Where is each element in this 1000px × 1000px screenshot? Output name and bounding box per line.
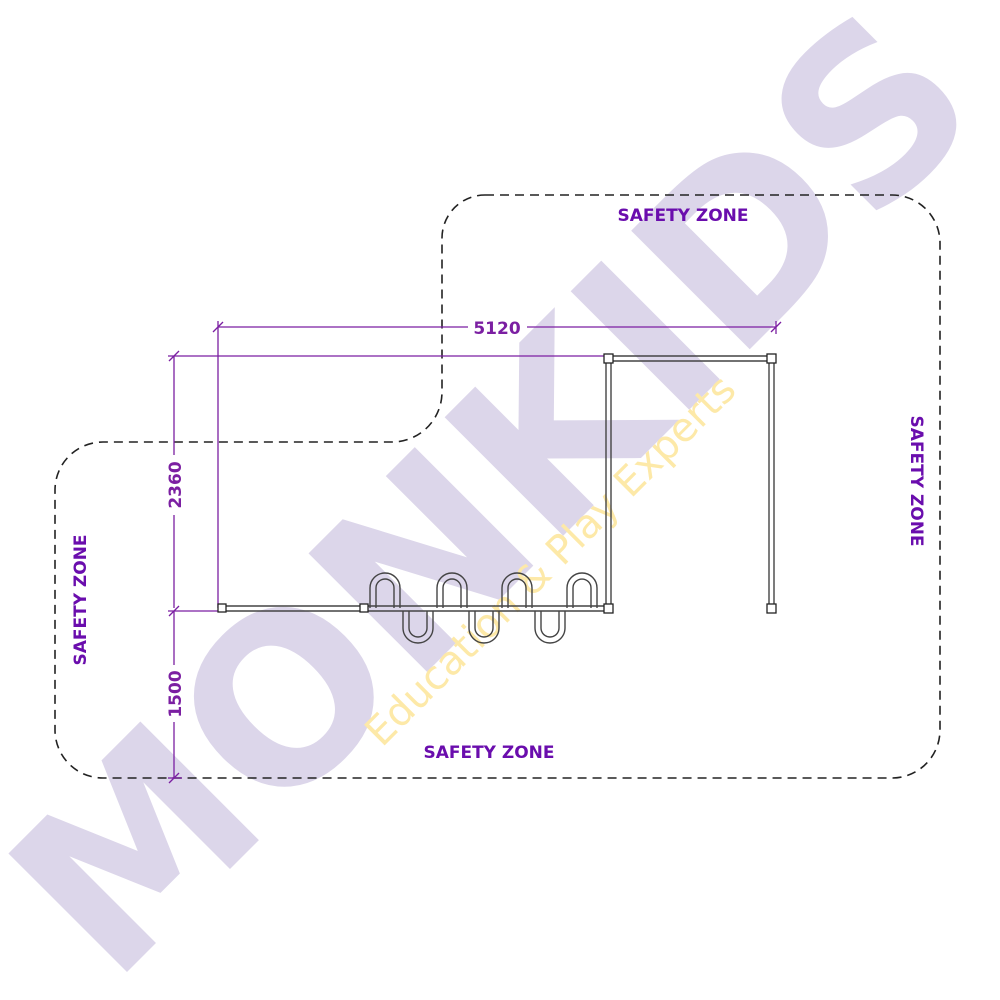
clearance-dimension-text: 1500 bbox=[166, 670, 186, 717]
dimension-lines bbox=[168, 321, 782, 784]
safety-zone-label-top: SAFETY ZONE bbox=[617, 206, 748, 226]
height-dimension-text: 2360 bbox=[166, 461, 186, 508]
width-dimension-text: 5120 bbox=[473, 319, 520, 339]
safety-zone-label-left: SAFETY ZONE bbox=[71, 534, 91, 665]
width-arrow-left bbox=[212, 321, 224, 333]
post-cap-top-right bbox=[766, 353, 777, 364]
serpentine-loop-outer bbox=[369, 572, 598, 608]
serpentine-lower-inner bbox=[408, 611, 560, 638]
post-cap-left-end bbox=[217, 603, 227, 613]
safety-zone-outline bbox=[54, 194, 941, 779]
clearance-arrow-bottom bbox=[168, 772, 180, 784]
safety-zone-label-bottom: SAFETY ZONE bbox=[423, 743, 554, 763]
post-cap-corner-top bbox=[603, 353, 614, 364]
serpentine-lower-outer bbox=[402, 611, 566, 644]
height-dimension-label: 2360 bbox=[166, 461, 186, 508]
play-structure bbox=[222, 355, 775, 644]
clearance-dimension-label: 1500 bbox=[166, 670, 186, 717]
serpentine-loop-inner bbox=[375, 578, 592, 608]
safety-zone-label-right: SAFETY ZONE bbox=[906, 415, 926, 546]
safety-zone-label-left-wrap: SAFETY ZONE bbox=[71, 534, 91, 665]
post-caps bbox=[217, 353, 777, 614]
post-cap-mid bbox=[359, 603, 369, 613]
post-cap-corner-bottom bbox=[603, 603, 614, 614]
height-arrow-top bbox=[168, 350, 180, 362]
safety-zone-label-right-wrap: SAFETY ZONE bbox=[906, 415, 926, 546]
width-arrow-right bbox=[770, 321, 782, 333]
post-cap-bottom-right bbox=[766, 603, 777, 614]
